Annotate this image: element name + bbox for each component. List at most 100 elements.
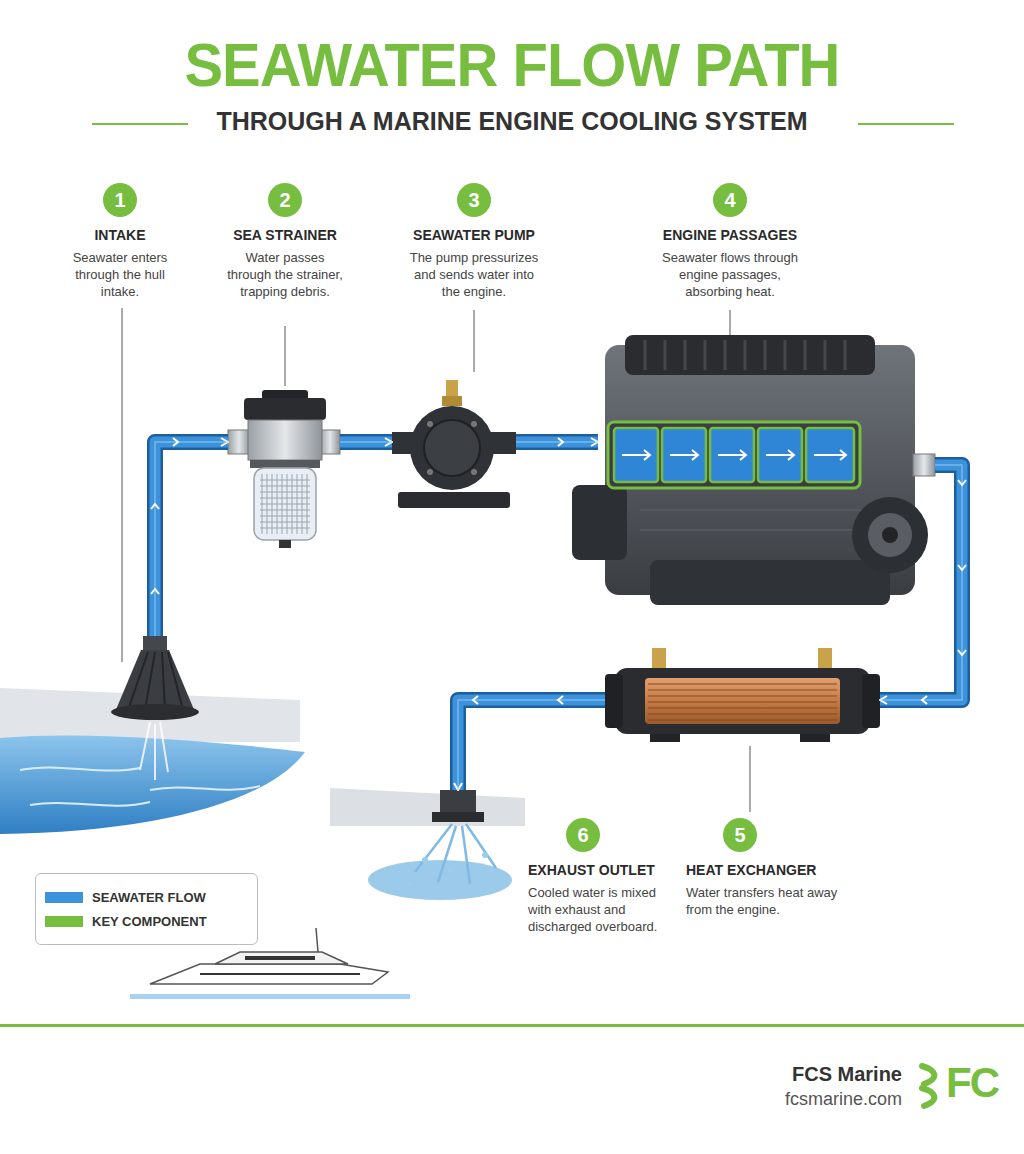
heat-exchanger [818,648,832,670]
footer [922,1066,934,1106]
step-heading: EXHAUST OUTLET [528,862,678,879]
seawater-pump [398,492,510,508]
engine-block [882,527,898,543]
pipe-wall-group [155,442,962,790]
seawater-pipe [458,700,605,790]
sea-strainer [228,430,250,454]
flow-arrows [151,438,966,704]
step-callout: 2SEA STRAINERWater passes through the st… [224,183,346,300]
intake-fitting [143,636,167,652]
step-callout: 3SEAWATER PUMPThe pump pressurizes and s… [404,183,544,300]
passage-arrow [766,450,794,460]
intake-fitting [115,650,195,712]
step-heading: SEA STRAINER [224,227,346,244]
step-description: Water transfers heat away from the engin… [686,884,856,918]
sea-strainer [228,390,340,548]
engine-block [572,335,935,605]
callout-number: 2 [268,183,302,217]
heat-exchanger [652,648,666,670]
pipe-highlight [880,465,962,700]
hull-and-water [20,767,260,805]
engine-block [868,513,912,557]
website-url: fcsmarine.com [785,1088,902,1110]
seawater-pump [392,380,516,508]
pipe-group [155,442,962,790]
seawater-pipe [516,437,598,448]
pipe-wall [880,465,962,700]
boat [200,973,360,975]
exhaust-outlet [448,868,453,873]
engine-passage [710,428,754,482]
engine-block [640,510,880,530]
title-rule [858,123,954,125]
title-rule [92,123,188,125]
pipe-highlight [155,442,228,636]
step-description: Seawater enters through the hull intake. [65,249,175,300]
passage-arrow [814,450,846,460]
seawater-pump [471,469,477,475]
label-block: FC [946,1060,1016,1106]
exhaust-outlet [482,852,488,858]
leader-line [122,308,123,662]
engine-passage [614,428,854,482]
exhaust-outlet [432,812,484,822]
engine-passage [614,428,658,482]
flow-arrow [958,650,966,655]
sea-strainer [320,430,340,454]
pipe-wall [458,700,605,790]
step-description: Cooled water is mixed with exhaust and d… [528,884,678,935]
heat-exchanger [862,674,880,728]
exhaust-outlet [422,857,428,863]
component-node: 3SEAWATER PUMPThe pump pressurizes and s… [392,378,516,510]
callout-number: 4 [713,183,747,217]
leader-line [474,310,475,372]
seawater-pipe [340,437,392,448]
passage-arrow [622,450,846,460]
engine-block [852,497,928,573]
engine-block [625,335,875,375]
pipe-highlight [458,700,605,790]
intake-fitting [111,636,199,780]
leader-line [750,746,751,812]
flow-arrow [958,480,966,485]
pipe-wall [340,434,392,450]
diagram-title: SEAWATER FLOW PATH [185,30,840,100]
engine-block [650,560,890,605]
sea-strainer [248,420,322,460]
pipe-wall [516,434,598,450]
flow-arrow [173,438,178,446]
legend-swatch [45,892,83,903]
flow-arrow [558,438,563,446]
sea-strainer [250,460,320,468]
component-node: 1INTAKESeawater enters through the hull … [110,636,200,748]
step-heading: SEAWATER PUMP [404,227,544,244]
label-block: FCS Marine [640,1062,902,1086]
legend-text: SEAWATER FLOW [92,890,206,905]
component-node: 4ENGINE PASSAGESSeawater flows through e… [598,330,935,610]
heat-exchanger [605,648,880,742]
legend-row: KEY COMPONENT [36,909,257,933]
leader-line [285,326,286,386]
sea-strainer [244,398,326,420]
sea-strainer [260,474,310,534]
boat [150,964,388,984]
heat-exchanger [645,678,840,724]
heat-exchanger [605,674,623,728]
engine-block [608,422,860,488]
step-heading: ENGINE PASSAGES [650,227,810,244]
seawater-pipe [155,442,228,636]
passage-arrow [718,450,746,460]
heat-exchanger [615,668,870,734]
pipe-highlight [516,441,598,443]
boat [245,956,315,960]
footer [0,1024,1024,1027]
passage-arrow [670,450,698,460]
flow-arrow [151,504,159,509]
flow-arrow [151,589,159,594]
subtitle: THROUGH A MARINE ENGINE COOLING SYSTEM [216,106,807,136]
step-callout: 5HEAT EXCHANGERWater transfers heat away… [686,818,856,918]
flow-arrow [958,565,966,570]
step-description: The pump pressurizes and sends water int… [404,249,544,300]
title-block: SEAWATER FLOW PATH [0,30,1024,100]
